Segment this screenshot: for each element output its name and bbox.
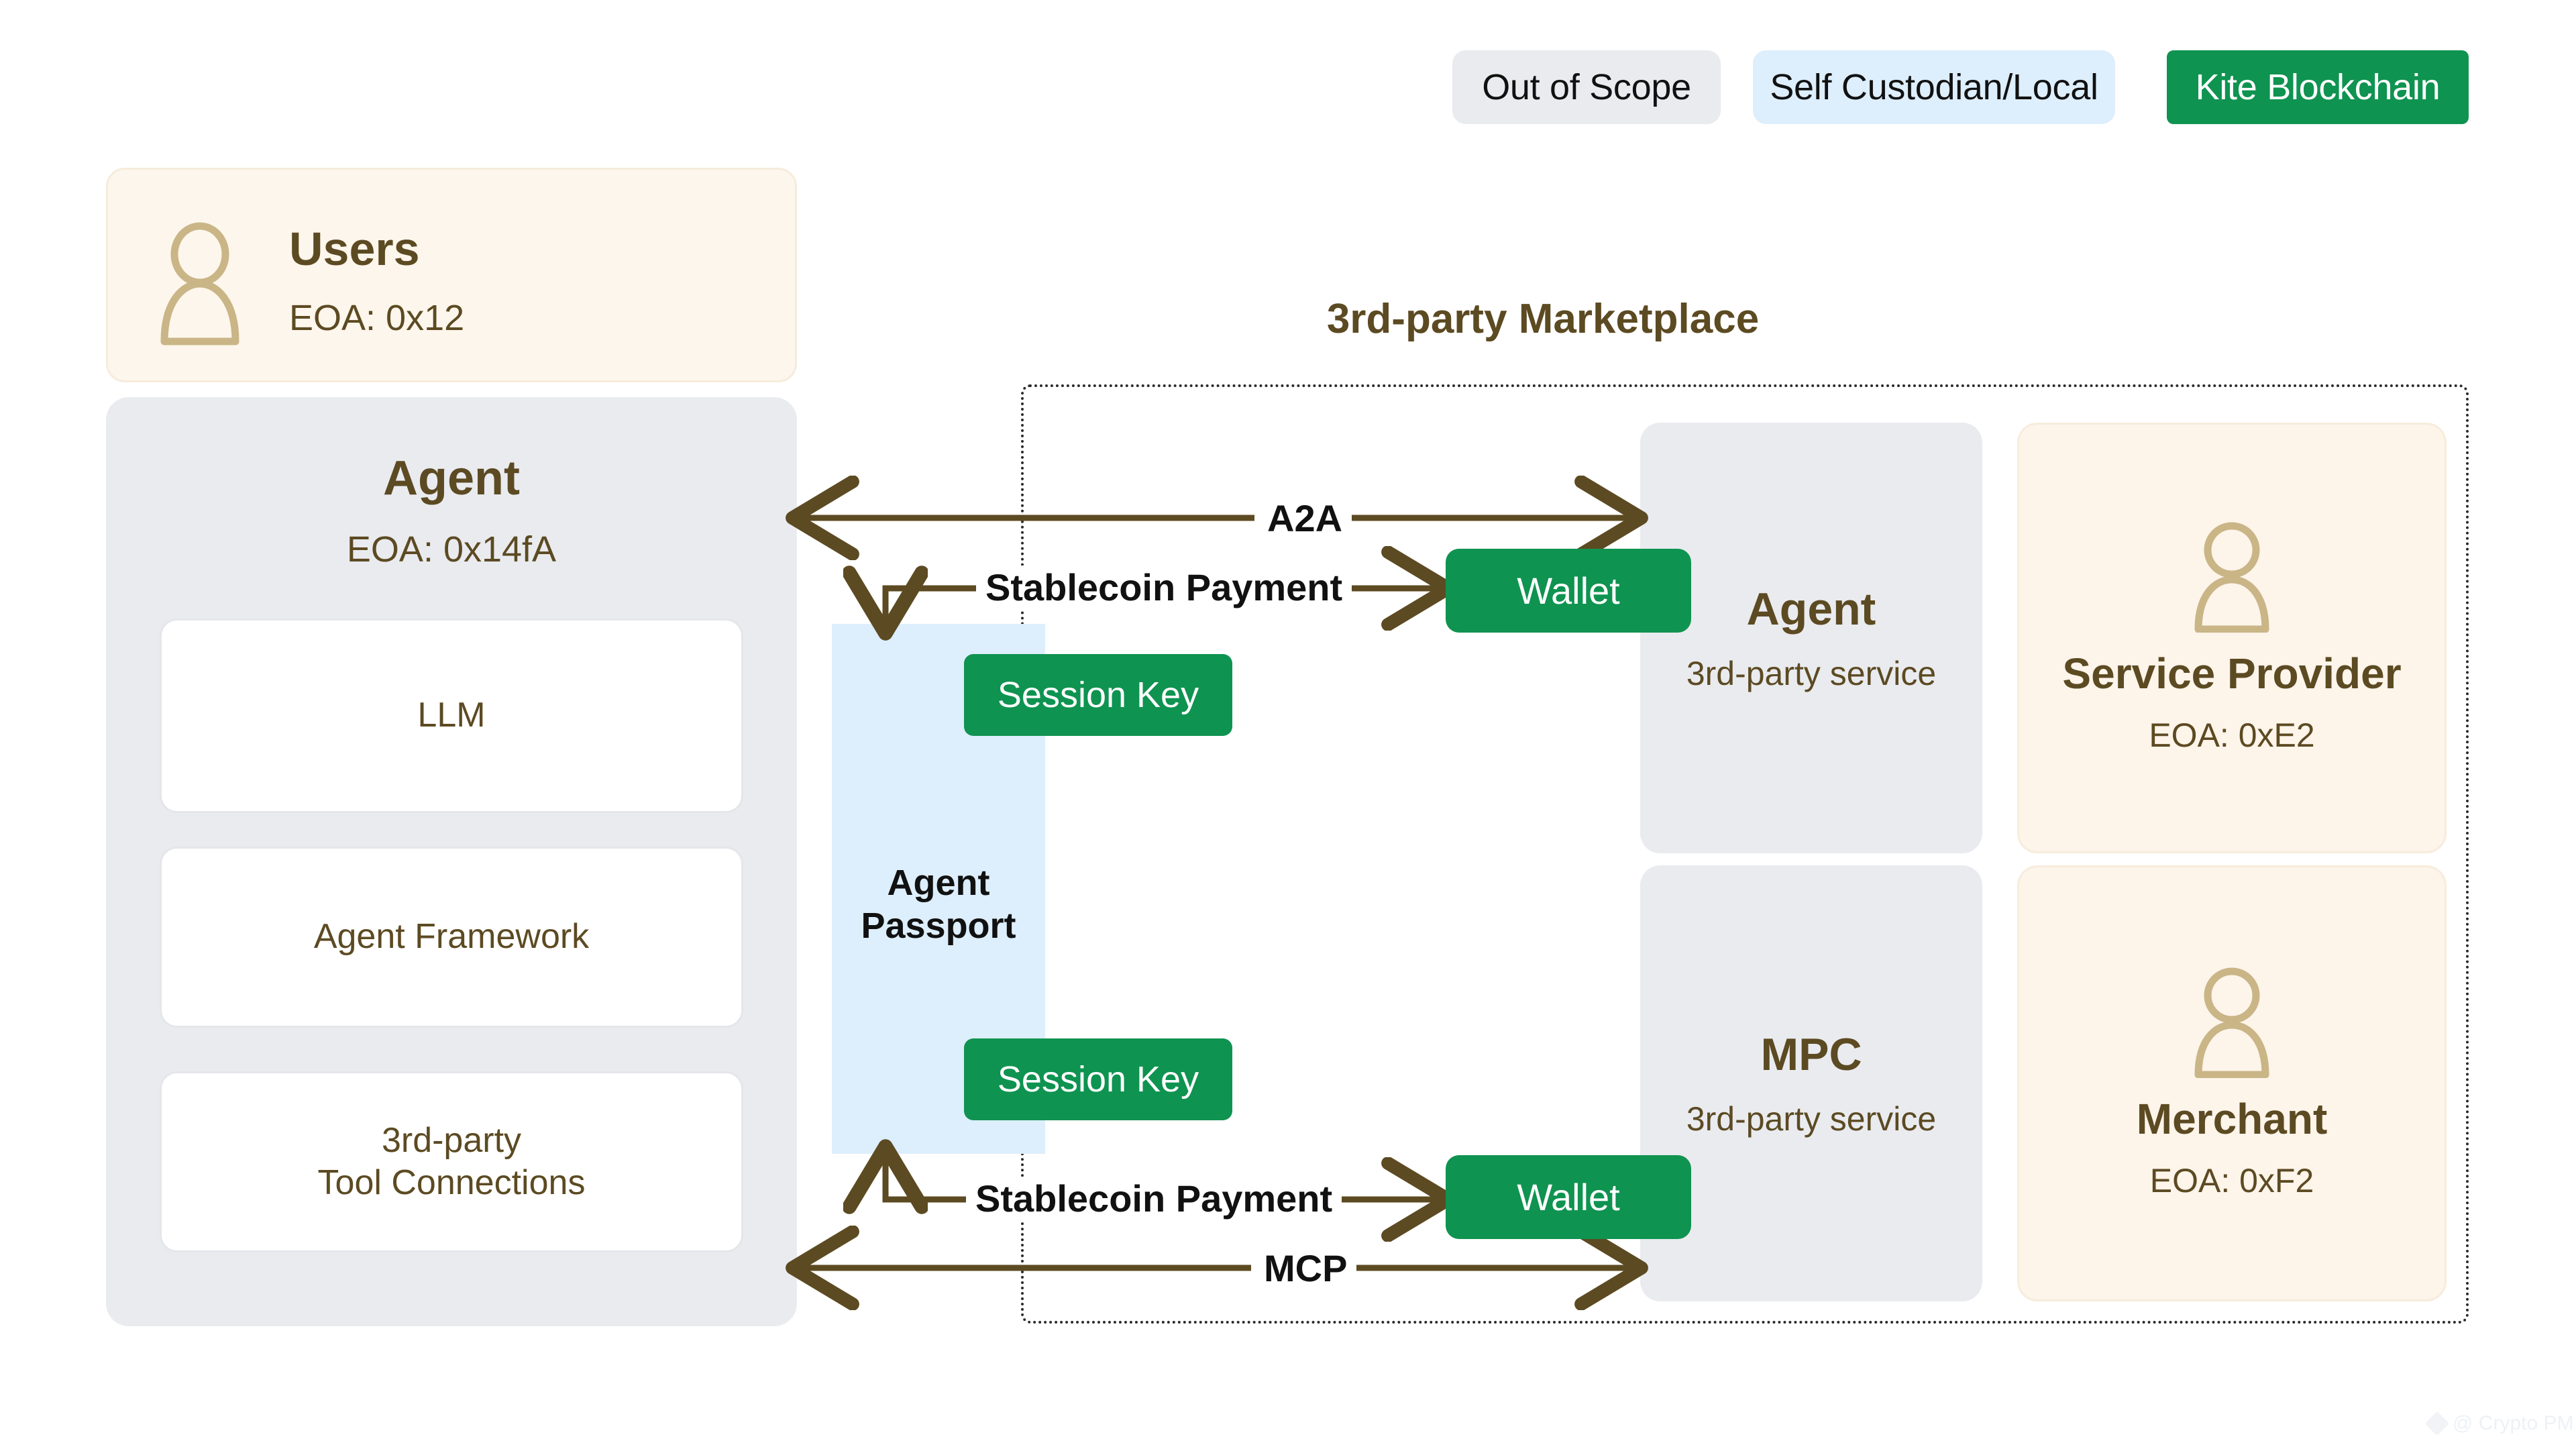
marketplace-card-mpc: MPC 3rd-party service xyxy=(1640,865,1982,1301)
agent-card-llm-label: LLM xyxy=(417,696,486,735)
legend-kite-blockchain: Kite Blockchain xyxy=(2167,50,2469,124)
wallet-badge-top-label: Wallet xyxy=(1517,570,1620,612)
marketplace-card-agent: Agent 3rd-party service xyxy=(1640,423,1982,853)
agent-card-tool-connections-line1: 3rd-party xyxy=(381,1120,522,1160)
session-key-badge-bottom-label: Session Key xyxy=(997,1059,1199,1099)
person-icon xyxy=(2192,522,2272,633)
agent-card-tool-connections-line2: Tool Connections xyxy=(317,1163,586,1202)
marketplace-card-mpc-title: MPC xyxy=(1760,1029,1862,1080)
agent-passport-label-line1: Agent xyxy=(887,863,990,903)
watermark-diamond-icon xyxy=(2424,1411,2450,1436)
marketplace-card-service-provider: Service Provider EOA: 0xE2 xyxy=(2017,423,2447,853)
connector-label-stablecoin-bottom: Stablecoin Payment xyxy=(966,1177,1342,1220)
marketplace-card-merchant-title: Merchant xyxy=(2136,1094,2328,1143)
marketplace-card-mpc-subtitle: 3rd-party service xyxy=(1686,1100,1937,1138)
marketplace-card-agent-subtitle: 3rd-party service xyxy=(1686,655,1937,692)
agent-card-framework: Agent Framework xyxy=(160,847,743,1028)
agent-panel: Agent EOA: 0x14fA LLM Agent Framework 3r… xyxy=(106,397,797,1326)
agent-panel-eoa: EOA: 0x14fA xyxy=(346,529,557,570)
marketplace-card-service-provider-title: Service Provider xyxy=(2062,649,2402,698)
person-icon xyxy=(156,222,244,346)
agent-card-llm: LLM xyxy=(160,619,743,813)
session-key-badge-top: Session Key xyxy=(964,654,1232,736)
marketplace-card-merchant: Merchant EOA: 0xF2 xyxy=(2017,865,2447,1301)
agent-panel-title: Agent xyxy=(383,451,520,505)
agent-card-framework-label: Agent Framework xyxy=(313,917,590,957)
marketplace-card-agent-title: Agent xyxy=(1746,584,1876,635)
users-eoa: EOA: 0x12 xyxy=(289,298,465,338)
agent-card-tool-connections: 3rd-party Tool Connections xyxy=(160,1071,743,1252)
connector-stablecoin-top-elbow xyxy=(885,588,985,627)
users-title: Users xyxy=(289,223,420,275)
wallet-badge-bottom: Wallet xyxy=(1446,1155,1691,1239)
watermark: @ Crypto PM xyxy=(2424,1411,2574,1436)
wallet-badge-top: Wallet xyxy=(1446,549,1691,633)
marketplace-title: 3rd-party Marketplace xyxy=(1326,296,1760,342)
session-key-badge-bottom: Session Key xyxy=(964,1038,1232,1120)
legend-out-of-scope: Out of Scope xyxy=(1452,50,1721,124)
marketplace-card-service-provider-subtitle: EOA: 0xE2 xyxy=(2149,716,2315,754)
agent-passport-label-line2: Passport xyxy=(861,905,1016,946)
session-key-badge-top-label: Session Key xyxy=(997,675,1199,715)
legend-self-custodian: Self Custodian/Local xyxy=(1753,50,2115,124)
person-icon xyxy=(2192,967,2272,1078)
agent-passport-label: Agent Passport xyxy=(832,862,1045,947)
wallet-badge-bottom-label: Wallet xyxy=(1517,1176,1620,1218)
connector-label-a2a: A2A xyxy=(1258,496,1352,540)
users-panel: Users EOA: 0x12 xyxy=(106,168,797,382)
marketplace-card-merchant-subtitle: EOA: 0xF2 xyxy=(2149,1161,2314,1199)
watermark-text: @ Crypto PM xyxy=(2453,1412,2574,1434)
connector-label-mcp: MCP xyxy=(1254,1246,1357,1290)
connector-label-stablecoin-top: Stablecoin Payment xyxy=(976,566,1352,609)
